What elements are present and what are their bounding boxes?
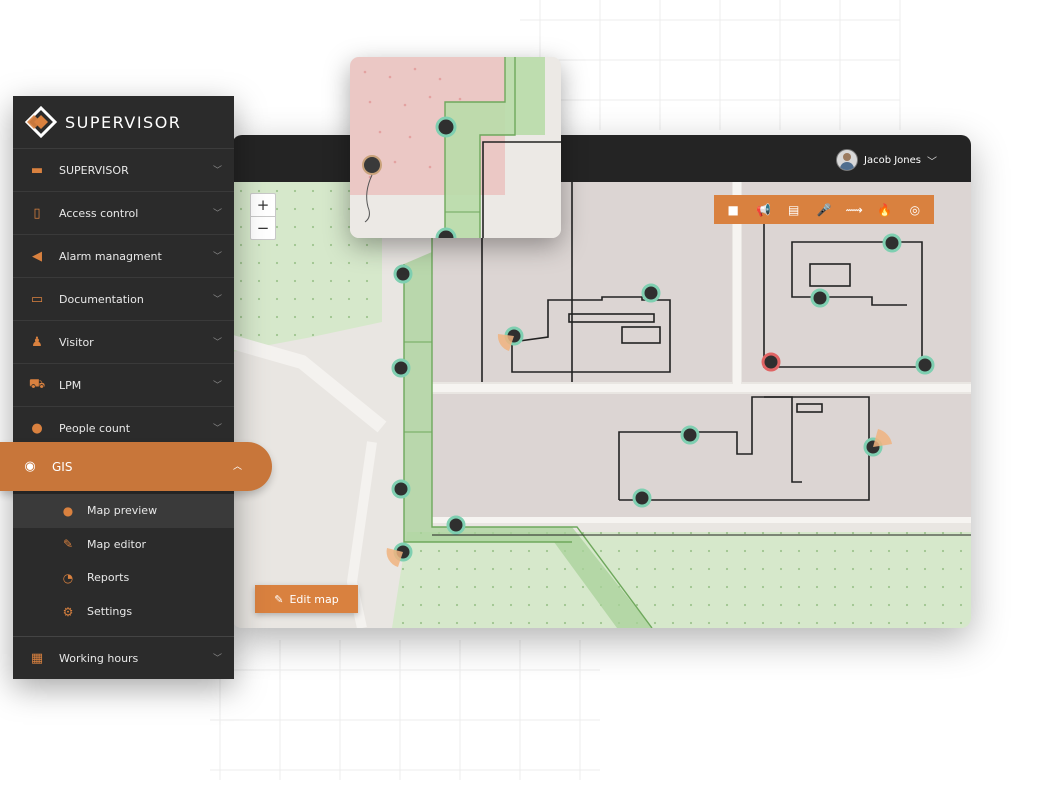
submenu-item-settings[interactable]: ⚙ Settings <box>13 595 234 629</box>
edit-icon: ✎ <box>62 537 74 552</box>
chevron-down-icon: ﹀ <box>212 424 222 434</box>
id-card-icon[interactable]: ▤ <box>788 202 800 217</box>
fire-icon[interactable]: 🔥 <box>877 202 893 217</box>
calendar-icon: ▦ <box>30 650 44 666</box>
submenu-item-map-editor[interactable]: ✎ Map editor <box>13 528 234 562</box>
gear-icon: ⚙ <box>62 604 74 619</box>
user-avatar <box>836 149 858 171</box>
chevron-down-icon: ﹀ <box>212 381 222 391</box>
sidebar-item-supervisor[interactable]: ▬ SUPERVISOR ﹀ <box>13 149 234 192</box>
sidebar-item-alarm-management[interactable]: ◀ Alarm managment ﹀ <box>13 235 234 278</box>
sidebar-item-label: Working hours <box>59 651 139 665</box>
chevron-down-icon: ﹀ <box>212 209 222 219</box>
submenu-item-reports[interactable]: ◔ Reports <box>13 561 234 595</box>
camera-icon[interactable]: ■ <box>727 202 739 217</box>
briefcase-icon: ▬ <box>30 162 44 178</box>
chevron-down-icon: ﹀ <box>927 156 937 168</box>
zoom-control: + − <box>250 193 276 240</box>
chevron-down-icon: ﹀ <box>212 252 222 262</box>
logo-text: SUPERVISOR <box>65 112 182 132</box>
map-canvas[interactable] <box>232 182 971 628</box>
sidebar-item-lpm[interactable]: ⛟ LPM ﹀ <box>13 364 234 407</box>
submenu-item-label: Map editor <box>87 537 147 551</box>
logo: SUPERVISOR <box>13 96 234 149</box>
map-toolbar: ■ 📢 ▤ 🎤 ⟿ 🔥 ◎ <box>714 195 934 224</box>
chevron-down-icon: ﹀ <box>212 654 222 664</box>
user-name: Jacob Jones <box>864 154 921 166</box>
map-window: Jacob Jones ﹀ <box>232 135 971 628</box>
gis-submenu: ● Map preview ✎ Map editor ◔ Reports ⚙ S… <box>13 494 234 628</box>
sidebar-item-label: Alarm managment <box>59 249 162 263</box>
zoom-out-button[interactable]: − <box>251 216 275 239</box>
printer-icon: ▭ <box>30 291 44 307</box>
pie-chart-icon: ◔ <box>62 570 74 585</box>
sidebar: SUPERVISOR ▬ SUPERVISOR ﹀ ▯ Access contr… <box>13 96 234 678</box>
car-icon: ⛟ <box>28 376 46 392</box>
sidebar-item-label: Documentation <box>59 292 144 306</box>
chevron-down-icon: ﹀ <box>212 166 222 176</box>
sidebar-item-label: Access control <box>59 206 139 220</box>
people-icon: ● <box>31 420 43 436</box>
submenu-item-label: Map preview <box>87 504 158 518</box>
sidebar-item-documentation[interactable]: ▭ Documentation ﹀ <box>13 278 234 321</box>
sidebar-item-label: GIS <box>52 459 73 474</box>
minimap-canvas[interactable] <box>350 57 561 238</box>
sidebar-item-label: People count <box>59 421 131 435</box>
sidebar-item-gis[interactable]: ◉ GIS ︿ <box>0 442 272 491</box>
submenu-item-map-preview[interactable]: ● Map preview <box>13 494 234 528</box>
sidebar-item-label: LPM <box>59 378 82 392</box>
top-bar: Jacob Jones ﹀ <box>232 135 971 182</box>
sidebar-item-access-control[interactable]: ▯ Access control ﹀ <box>13 192 234 235</box>
sensor-icon[interactable]: ⟿ <box>845 202 863 217</box>
door-lock-icon: ▯ <box>33 205 41 221</box>
sidebar-item-visitor[interactable]: ♟ Visitor ﹀ <box>13 321 234 364</box>
zoom-in-button[interactable]: + <box>256 196 270 214</box>
globe-icon: ● <box>62 503 74 518</box>
edit-map-button[interactable]: ✎ Edit map <box>255 585 358 613</box>
user-menu[interactable]: Jacob Jones ﹀ <box>836 149 937 171</box>
supervisor-logo-icon <box>25 106 57 138</box>
megaphone-icon: ◀ <box>32 248 42 264</box>
globe-icon: ◉ <box>24 459 36 474</box>
minimap-popup[interactable] <box>350 57 561 238</box>
sidebar-item-label: Visitor <box>59 335 94 349</box>
chevron-down-icon: ﹀ <box>212 338 222 348</box>
visitor-icon: ♟ <box>31 334 43 350</box>
submenu-item-label: Reports <box>87 571 130 585</box>
pencil-icon: ✎ <box>274 592 284 606</box>
sidebar-item-working-hours[interactable]: ▦ Working hours ﹀ <box>13 636 234 679</box>
chevron-down-icon: ﹀ <box>212 295 222 305</box>
submenu-item-label: Settings <box>87 605 133 619</box>
microphone-icon[interactable]: 🎤 <box>816 202 832 217</box>
chevron-up-icon: ︿ <box>232 462 242 472</box>
radar-icon[interactable]: ◎ <box>909 202 921 217</box>
megaphone-icon[interactable]: 📢 <box>755 202 771 217</box>
edit-map-label: Edit map <box>289 592 339 606</box>
sidebar-item-label: SUPERVISOR <box>59 163 129 177</box>
